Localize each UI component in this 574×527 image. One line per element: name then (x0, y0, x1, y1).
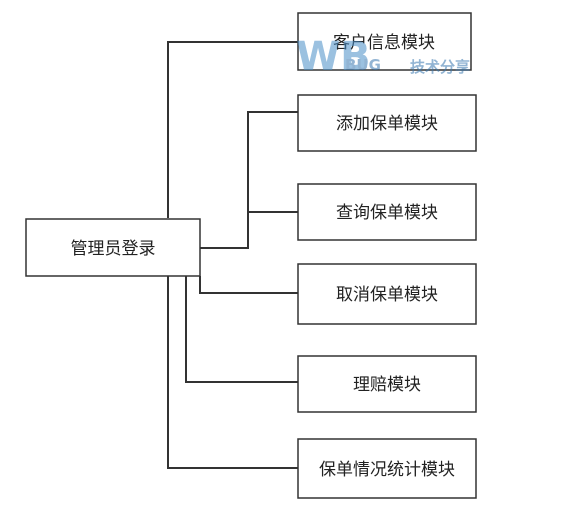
module-label-query-policy: 查询保单模块 (336, 203, 438, 223)
module-label-add-policy: 添加保单模块 (336, 114, 438, 134)
module-box (297, 94, 477, 152)
module-label-statistics: 保单情况统计模块 (319, 460, 455, 480)
module-node-3: 取消保单模块 (297, 263, 477, 325)
edge-claims (185, 276, 298, 383)
root-box (25, 218, 201, 277)
watermark-small: BUG (345, 56, 381, 74)
module-node-0: 客户信息模块 (297, 12, 472, 71)
module-box (297, 183, 477, 241)
module-node-2: 查询保单模块 (297, 183, 477, 241)
root-node: 管理员登录 (25, 218, 201, 277)
module-label-cancel-policy: 取消保单模块 (336, 285, 438, 305)
watermark-big: WB (296, 34, 371, 80)
module-box (297, 355, 477, 413)
watermark-tagline: 技术分享 (410, 58, 470, 76)
module-box (297, 12, 472, 71)
module-label-customer-info: 客户信息模块 (333, 33, 435, 53)
module-node-5: 保单情况统计模块 (297, 438, 477, 499)
watermark-logo: WB BUG 技术分享 (296, 34, 470, 80)
edge-cancel-policy (199, 276, 298, 294)
root-label: 管理员登录 (71, 239, 156, 259)
edge-statistics (167, 276, 298, 469)
module-node-1: 添加保单模块 (297, 94, 477, 152)
module-label-claims: 理赔模块 (353, 375, 421, 395)
module-box (297, 438, 477, 499)
module-box (297, 263, 477, 325)
edge-customer-info (167, 41, 298, 218)
module-node-4: 理赔模块 (297, 355, 477, 413)
edge-add-policy (200, 111, 298, 249)
connectors (167, 41, 298, 469)
